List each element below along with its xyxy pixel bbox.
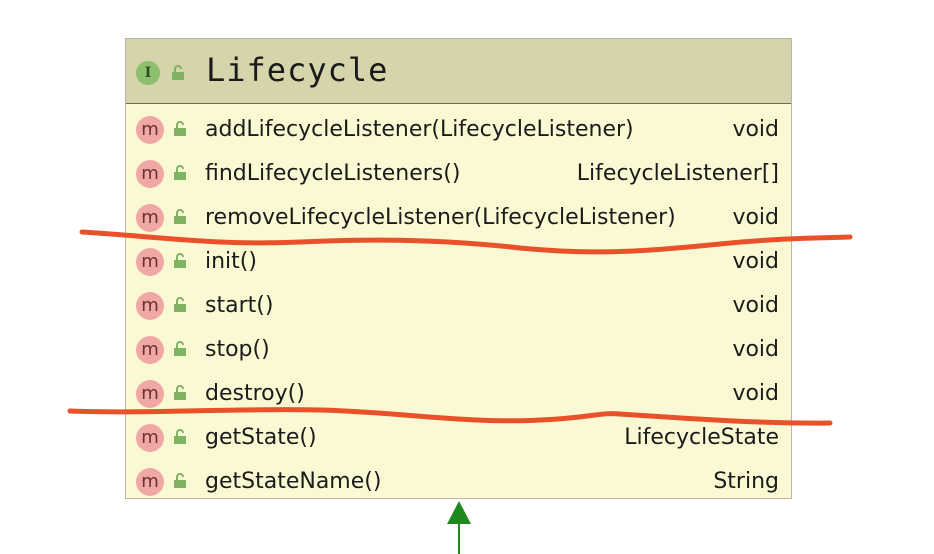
method-row[interactable]: m getState() LifecycleState bbox=[126, 417, 791, 461]
method-icon: m bbox=[136, 380, 164, 408]
inheritance-arrow-icon bbox=[447, 501, 471, 554]
method-icon: m bbox=[136, 204, 164, 232]
method-name: addLifecycleListener(LifecycleListener) bbox=[205, 117, 634, 142]
method-name: start() bbox=[205, 293, 274, 318]
return-type: void bbox=[732, 205, 779, 230]
method-name: findLifecycleListeners() bbox=[205, 161, 461, 186]
method-name: destroy() bbox=[205, 381, 305, 406]
return-type: LifecycleState bbox=[624, 425, 779, 450]
method-row[interactable]: m stop() void bbox=[126, 329, 791, 373]
method-icon: m bbox=[136, 336, 164, 364]
unlocked-icon bbox=[174, 385, 186, 400]
method-name: removeLifecycleListener(LifecycleListene… bbox=[205, 205, 676, 230]
method-row[interactable]: m getStateName() String bbox=[126, 461, 791, 505]
method-icon: m bbox=[136, 292, 164, 320]
unlocked-icon bbox=[174, 209, 186, 224]
unlocked-icon bbox=[174, 253, 186, 268]
unlocked-icon bbox=[172, 65, 184, 80]
class-title: Lifecycle bbox=[206, 51, 389, 89]
return-type: void bbox=[732, 293, 779, 318]
method-row[interactable]: m removeLifecycleListener(LifecycleListen… bbox=[126, 197, 791, 241]
return-type: void bbox=[732, 249, 779, 274]
interface-icon: I bbox=[136, 61, 160, 85]
method-icon: m bbox=[136, 424, 164, 452]
return-type: void bbox=[732, 117, 779, 142]
return-type: LifecycleListener[] bbox=[576, 161, 779, 186]
unlocked-icon bbox=[174, 473, 186, 488]
unlocked-icon bbox=[174, 297, 186, 312]
method-icon: m bbox=[136, 248, 164, 276]
method-row[interactable]: m destroy() void bbox=[126, 373, 791, 417]
uml-class-box[interactable]: I Lifecycle m addLifecycleListener(Lifecy… bbox=[125, 38, 792, 499]
unlocked-icon bbox=[174, 341, 186, 356]
method-row[interactable]: m findLifecycleListeners() LifecycleListen… bbox=[126, 153, 791, 197]
method-name: init() bbox=[205, 249, 257, 274]
return-type: String bbox=[713, 469, 779, 494]
method-row[interactable]: m addLifecycleListener(LifecycleListener)… bbox=[126, 109, 791, 153]
method-icon: m bbox=[136, 160, 164, 188]
method-row[interactable]: m init() void bbox=[126, 241, 791, 285]
class-header: I Lifecycle bbox=[126, 39, 791, 104]
method-icon: m bbox=[136, 116, 164, 144]
unlocked-icon bbox=[174, 121, 186, 136]
unlocked-icon bbox=[174, 165, 186, 180]
return-type: void bbox=[732, 381, 779, 406]
method-row[interactable]: m start() void bbox=[126, 285, 791, 329]
method-name: getState() bbox=[205, 425, 317, 450]
method-icon: m bbox=[136, 468, 164, 496]
unlocked-icon bbox=[174, 429, 186, 444]
method-name: getStateName() bbox=[205, 469, 382, 494]
method-name: stop() bbox=[205, 337, 270, 362]
return-type: void bbox=[732, 337, 779, 362]
